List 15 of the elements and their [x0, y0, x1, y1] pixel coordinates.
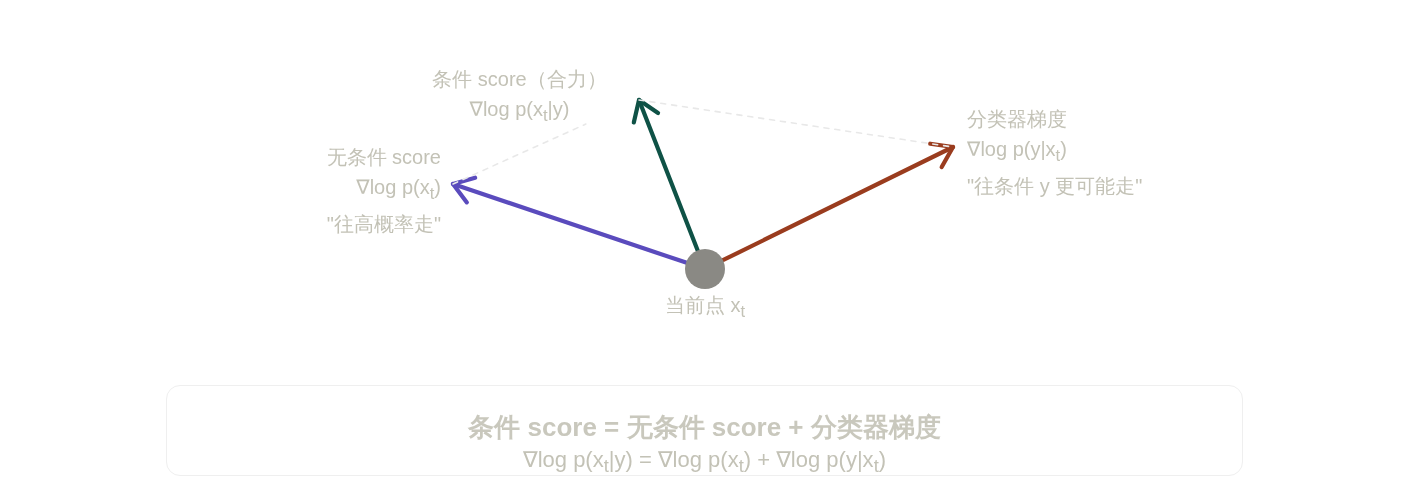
- vector-title: 分类器梯度: [967, 107, 1067, 132]
- quote-note: "往高概率走": [326, 212, 441, 237]
- gradient-formula: ∇log p(x$_{t}$): [356, 175, 441, 205]
- gradient-formula: ∇log p(y|x$_{t}$): [967, 137, 1067, 167]
- equation-heading: 条件 score = 无条件 score + 分类器梯度: [468, 411, 941, 444]
- vector-title: 无条件 score: [326, 145, 441, 170]
- quote-note: "往条件 y 更可能走": [967, 174, 1143, 199]
- gradient-equation: ∇log p(x$_{t}$|y) = ∇log p(x$_{t}$) + ∇log p(y|x$_{t}$): [522, 446, 887, 479]
- dashed-line: [452, 123, 587, 185]
- arrow: [450, 175, 689, 265]
- arrow: [631, 97, 700, 253]
- point-label: 当前点 x$_{t}$: [665, 293, 746, 323]
- vector-title: 条件 score（合力）: [432, 67, 607, 92]
- gradient-formula: ∇log p(x$_{t}$|y): [469, 97, 570, 127]
- arrow: [720, 141, 956, 263]
